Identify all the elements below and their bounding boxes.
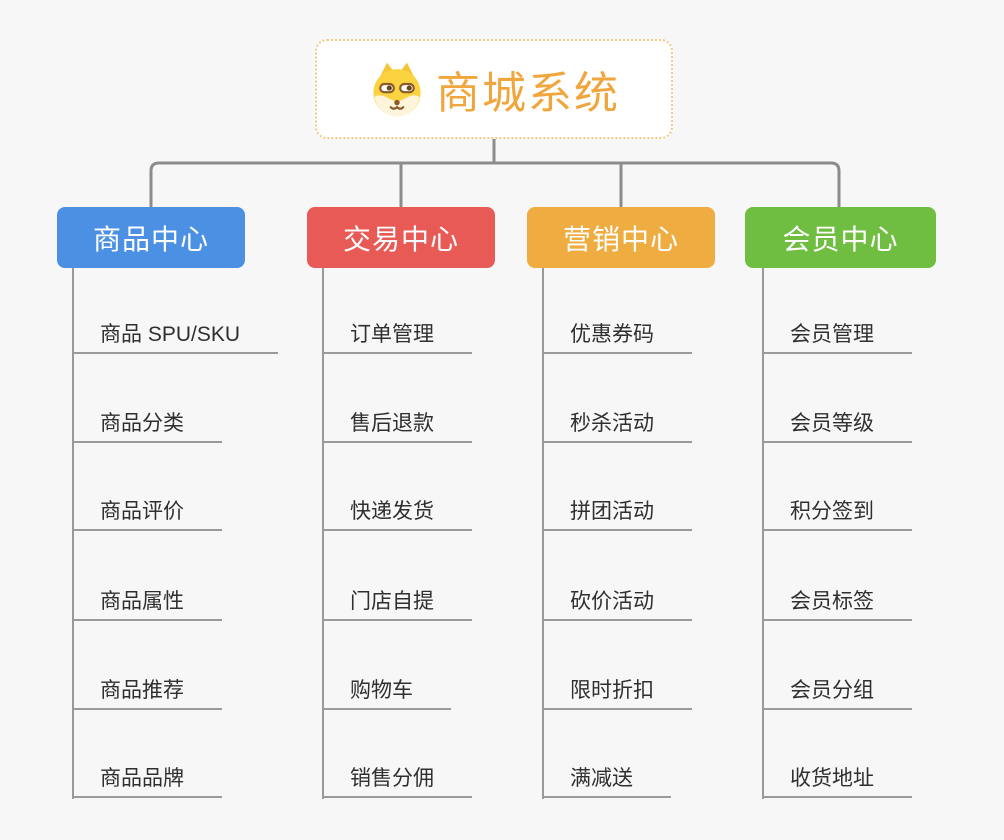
branch-rail-connector (149, 161, 841, 208)
branch-node-member-center[interactable]: 会员中心 (745, 207, 936, 268)
leaf-item[interactable]: 销售分佣 (322, 764, 472, 798)
leaf-item[interactable]: 会员管理 (762, 320, 912, 354)
leaf-item[interactable]: 限时折扣 (542, 676, 692, 710)
leaf-item[interactable]: 秒杀活动 (542, 409, 692, 443)
leaf-item[interactable]: 快递发货 (322, 497, 472, 531)
leaf-item[interactable]: 售后退款 (322, 409, 472, 443)
branch-node-marketing-center[interactable]: 营销中心 (527, 207, 715, 268)
leaf-item[interactable]: 商品推荐 (72, 676, 222, 710)
branch-node-product-center[interactable]: 商品中心 (57, 207, 245, 268)
leaf-item[interactable]: 商品属性 (72, 587, 222, 621)
leaf-item[interactable]: 会员标签 (762, 587, 912, 621)
leaf-item[interactable]: 订单管理 (322, 320, 472, 354)
root-title: 商城系统 (436, 69, 620, 118)
leaf-item[interactable]: 购物车 (322, 676, 451, 710)
leaf-item[interactable]: 积分签到 (762, 497, 912, 531)
leaf-item[interactable]: 会员等级 (762, 409, 912, 443)
root-node[interactable]: 商城系统 (315, 39, 673, 139)
leaf-item[interactable]: 满减送 (542, 764, 671, 798)
leaf-item[interactable]: 收货地址 (762, 764, 912, 798)
leaf-item[interactable]: 商品品牌 (72, 764, 222, 798)
leaf-item[interactable]: 砍价活动 (542, 587, 692, 621)
leaf-item[interactable]: 商品评价 (72, 497, 222, 531)
leaf-item[interactable]: 优惠券码 (542, 320, 692, 354)
branch-node-trade-center[interactable]: 交易中心 (307, 207, 495, 268)
leaf-item[interactable]: 商品 SPU/SKU (72, 320, 279, 354)
leaf-item[interactable]: 拼团活动 (542, 497, 692, 531)
leaf-item[interactable]: 门店自提 (322, 587, 472, 621)
shiba-dog-icon (368, 60, 426, 118)
leaf-item[interactable]: 商品分类 (72, 409, 222, 443)
leaf-item[interactable]: 会员分组 (762, 676, 912, 710)
